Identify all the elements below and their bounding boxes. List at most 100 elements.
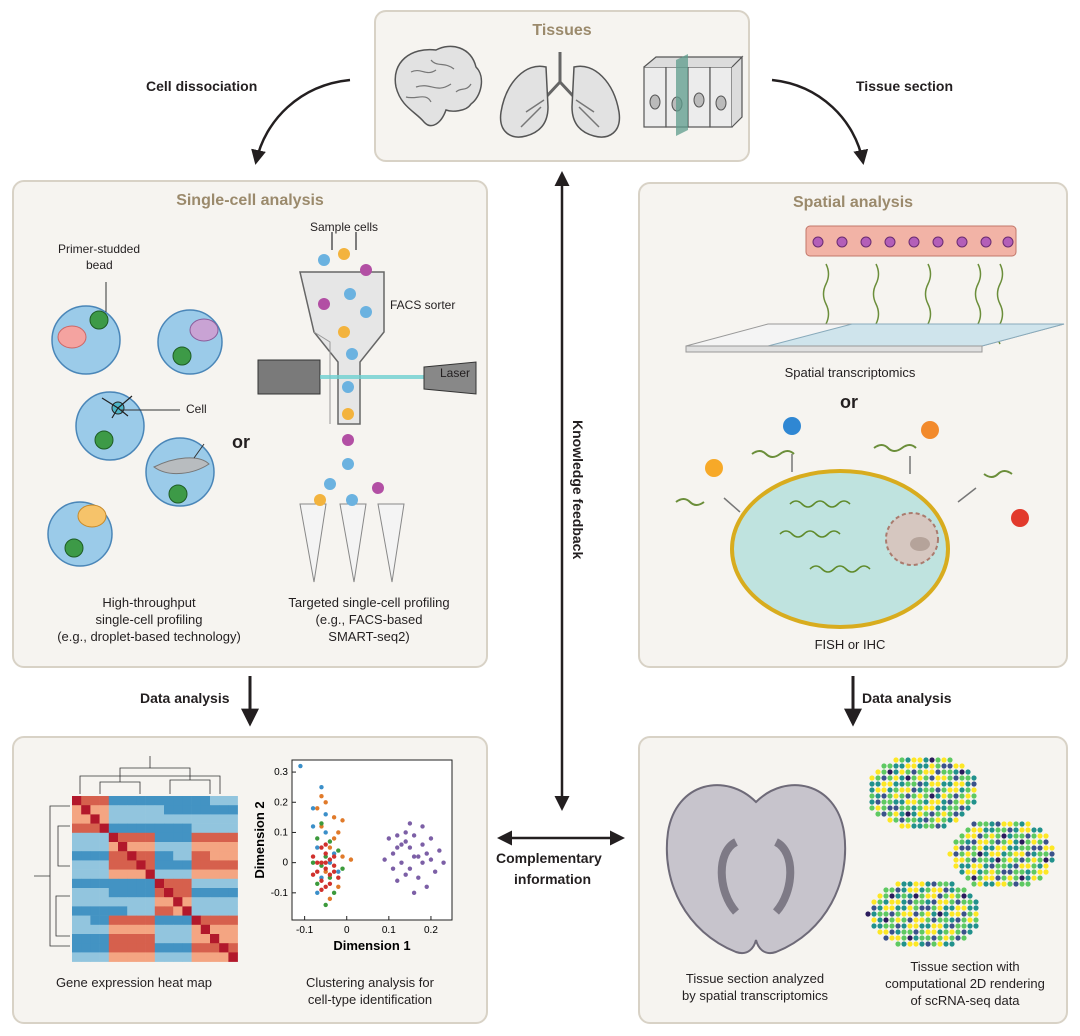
spot bbox=[883, 917, 889, 923]
spot bbox=[905, 805, 911, 811]
spot bbox=[1001, 839, 1007, 845]
scatter-point bbox=[390, 866, 396, 871]
or-label-single-cell: or bbox=[232, 432, 250, 452]
spot bbox=[899, 799, 905, 805]
fish-cell-icon bbox=[730, 469, 950, 629]
heatmap-cell bbox=[127, 860, 137, 870]
lungs-icon bbox=[499, 52, 621, 138]
spot bbox=[949, 929, 955, 935]
heatmap-cell bbox=[219, 943, 229, 953]
spot bbox=[1019, 881, 1025, 887]
heatmap-cell bbox=[99, 878, 110, 889]
heatmap-cell bbox=[108, 805, 119, 815]
spot bbox=[983, 857, 989, 863]
heatmap-cell bbox=[219, 832, 229, 843]
heatmap-cell bbox=[136, 952, 146, 962]
heatmap-cell bbox=[210, 915, 220, 926]
spot bbox=[887, 799, 893, 805]
heatmap-cell bbox=[145, 805, 156, 815]
spot bbox=[989, 857, 995, 863]
spot bbox=[901, 935, 907, 941]
heatmap-cell bbox=[191, 906, 202, 916]
spot bbox=[959, 769, 965, 775]
spot bbox=[965, 781, 971, 787]
spot bbox=[883, 935, 889, 941]
spot bbox=[941, 769, 947, 775]
heatmap-cell bbox=[191, 924, 202, 935]
scatter-point bbox=[428, 857, 434, 862]
spot bbox=[977, 869, 983, 875]
heatmap-cell bbox=[173, 952, 183, 962]
scatter-point bbox=[315, 890, 320, 896]
heatmap-cell bbox=[127, 906, 137, 916]
heatmap-label: Gene expression heat map bbox=[55, 975, 213, 990]
spot bbox=[971, 881, 977, 887]
spot bbox=[937, 935, 943, 941]
scatter-point bbox=[437, 848, 442, 853]
spot bbox=[881, 793, 887, 799]
heatmap-cell bbox=[200, 796, 211, 806]
sample-cells-label: Sample cells bbox=[310, 220, 379, 234]
spot bbox=[937, 941, 943, 947]
spot bbox=[965, 769, 971, 775]
spot bbox=[977, 857, 983, 863]
high-throughput-label-1: High-throughput bbox=[102, 595, 196, 610]
scatter-point bbox=[310, 860, 316, 865]
spot bbox=[943, 893, 949, 899]
spot bbox=[893, 769, 899, 775]
spot bbox=[1031, 839, 1037, 845]
spot bbox=[1025, 857, 1031, 863]
spot bbox=[967, 911, 973, 917]
scatter-point bbox=[428, 836, 434, 841]
spot bbox=[877, 911, 883, 917]
spot bbox=[947, 787, 953, 793]
spot bbox=[913, 941, 919, 947]
clustering-label-1: Clustering analysis for bbox=[306, 975, 434, 990]
spot bbox=[965, 845, 971, 851]
heatmap-cell bbox=[219, 823, 229, 834]
heatmap-cell bbox=[81, 796, 91, 806]
heatmap-cell bbox=[173, 888, 183, 898]
heatmap-cell bbox=[200, 814, 211, 824]
heatmap-cell bbox=[81, 878, 91, 889]
heatmap-cell bbox=[136, 888, 146, 898]
spot bbox=[931, 887, 937, 893]
spot bbox=[1019, 839, 1025, 845]
heatmap-cell bbox=[81, 924, 91, 935]
scatter-point bbox=[315, 860, 320, 865]
heatmap-cell bbox=[108, 842, 119, 852]
heatmap-cell bbox=[228, 814, 238, 824]
spot bbox=[929, 793, 935, 799]
scatter-point bbox=[331, 815, 337, 820]
spot bbox=[1007, 869, 1013, 875]
heatmap-cell bbox=[81, 934, 91, 944]
spot bbox=[941, 811, 947, 817]
heatmap-cell bbox=[81, 823, 91, 834]
scatter-point bbox=[323, 854, 328, 859]
spot bbox=[955, 929, 961, 935]
spot bbox=[913, 887, 919, 893]
heatmap-cell bbox=[182, 878, 192, 889]
heatmap-cell bbox=[118, 915, 128, 926]
spot bbox=[1019, 827, 1025, 833]
spot bbox=[965, 793, 971, 799]
spot bbox=[923, 757, 929, 763]
spot bbox=[929, 781, 935, 787]
spot bbox=[917, 811, 923, 817]
spot bbox=[971, 839, 977, 845]
spot bbox=[889, 929, 895, 935]
spot bbox=[953, 857, 959, 863]
spot bbox=[931, 911, 937, 917]
heatmap-cell bbox=[108, 897, 119, 907]
scatter-point bbox=[323, 842, 328, 847]
spot bbox=[937, 929, 943, 935]
heatmap-cell bbox=[164, 915, 174, 926]
spot bbox=[917, 757, 923, 763]
spot bbox=[889, 905, 895, 911]
heatmap-cell bbox=[200, 897, 211, 907]
spot bbox=[1031, 845, 1037, 851]
spot bbox=[971, 827, 977, 833]
heatmap-cell bbox=[210, 943, 220, 953]
spot bbox=[947, 763, 953, 769]
scatter-point bbox=[411, 833, 417, 838]
